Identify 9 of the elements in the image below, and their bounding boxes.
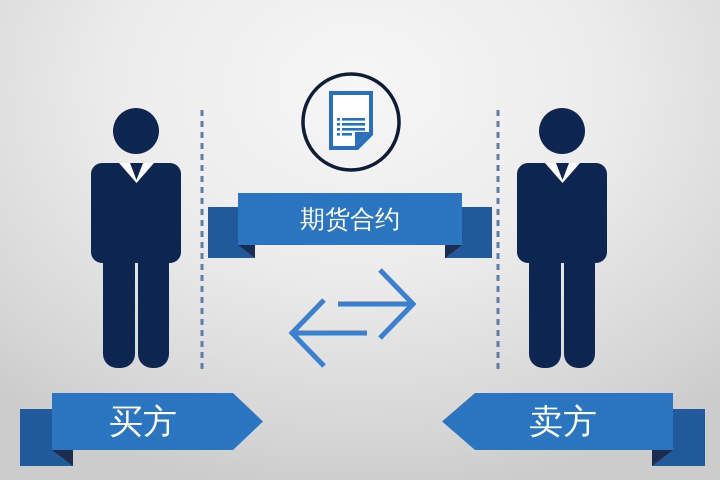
circle-outline xyxy=(300,70,402,174)
ribbon-banner xyxy=(20,393,263,466)
person-figure xyxy=(88,108,184,370)
person-figure xyxy=(514,108,610,370)
banner-label: 卖方 xyxy=(529,404,597,438)
banner-label: 期货合约 xyxy=(300,206,400,232)
ribbon-banner xyxy=(442,393,705,466)
banner-label: 买方 xyxy=(109,404,177,438)
ribbon-banner xyxy=(208,193,492,258)
